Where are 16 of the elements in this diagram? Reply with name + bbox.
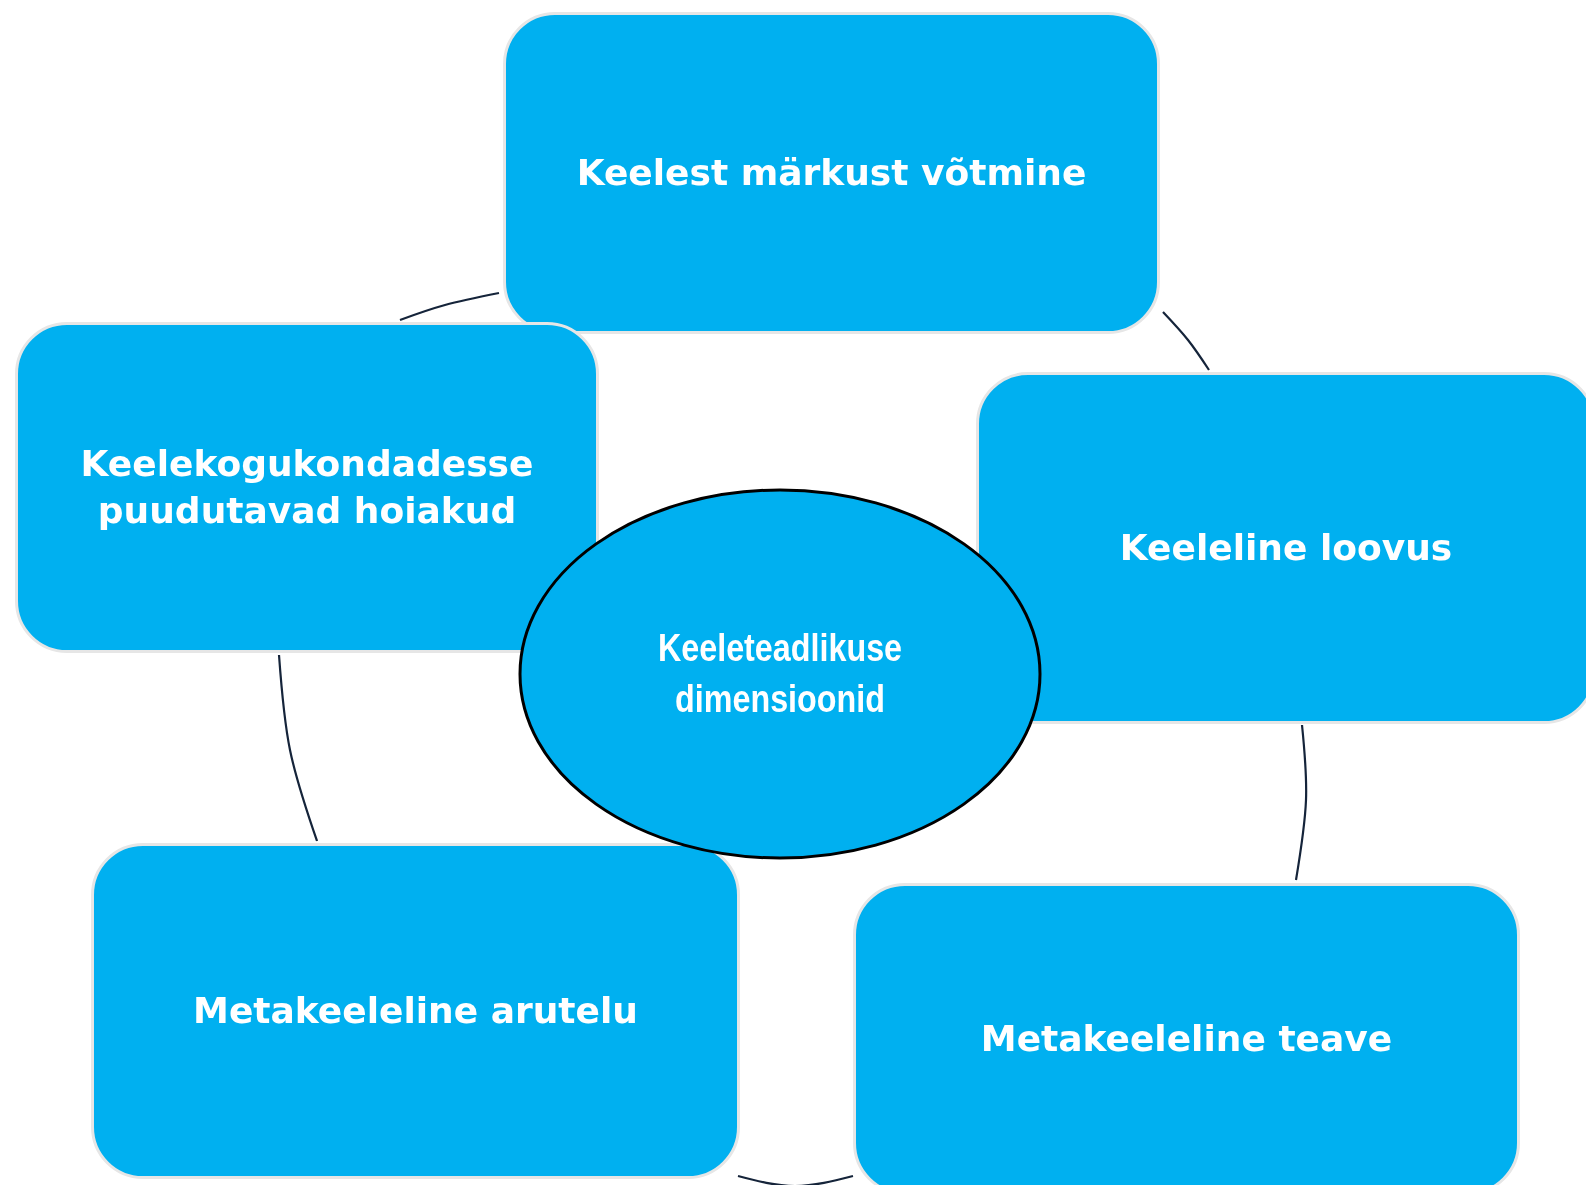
connector-line (1162, 311, 1210, 371)
connector-line (277, 654, 319, 842)
topic-label: Keeleline loovus (1119, 525, 1453, 570)
topic-label: Keeleteadlikuse dimensioonid (656, 625, 904, 722)
topic-box (15, 322, 599, 653)
topic-box (503, 12, 1160, 334)
topic-box (976, 372, 1586, 724)
topic-label: Keelest märkust võtmine (576, 150, 1087, 195)
topic-box (91, 843, 740, 1179)
connector-line (399, 291, 500, 322)
connector-line (737, 1174, 854, 1185)
topic-label: Metakeeleline teave (980, 1016, 1393, 1061)
topic-label: Metakeeleline arutelu (193, 988, 638, 1033)
topic-label: Keelekogukondadesse puudutavad hoiakud (79, 441, 535, 533)
connector-line (1294, 724, 1308, 881)
topic-box (853, 883, 1520, 1185)
